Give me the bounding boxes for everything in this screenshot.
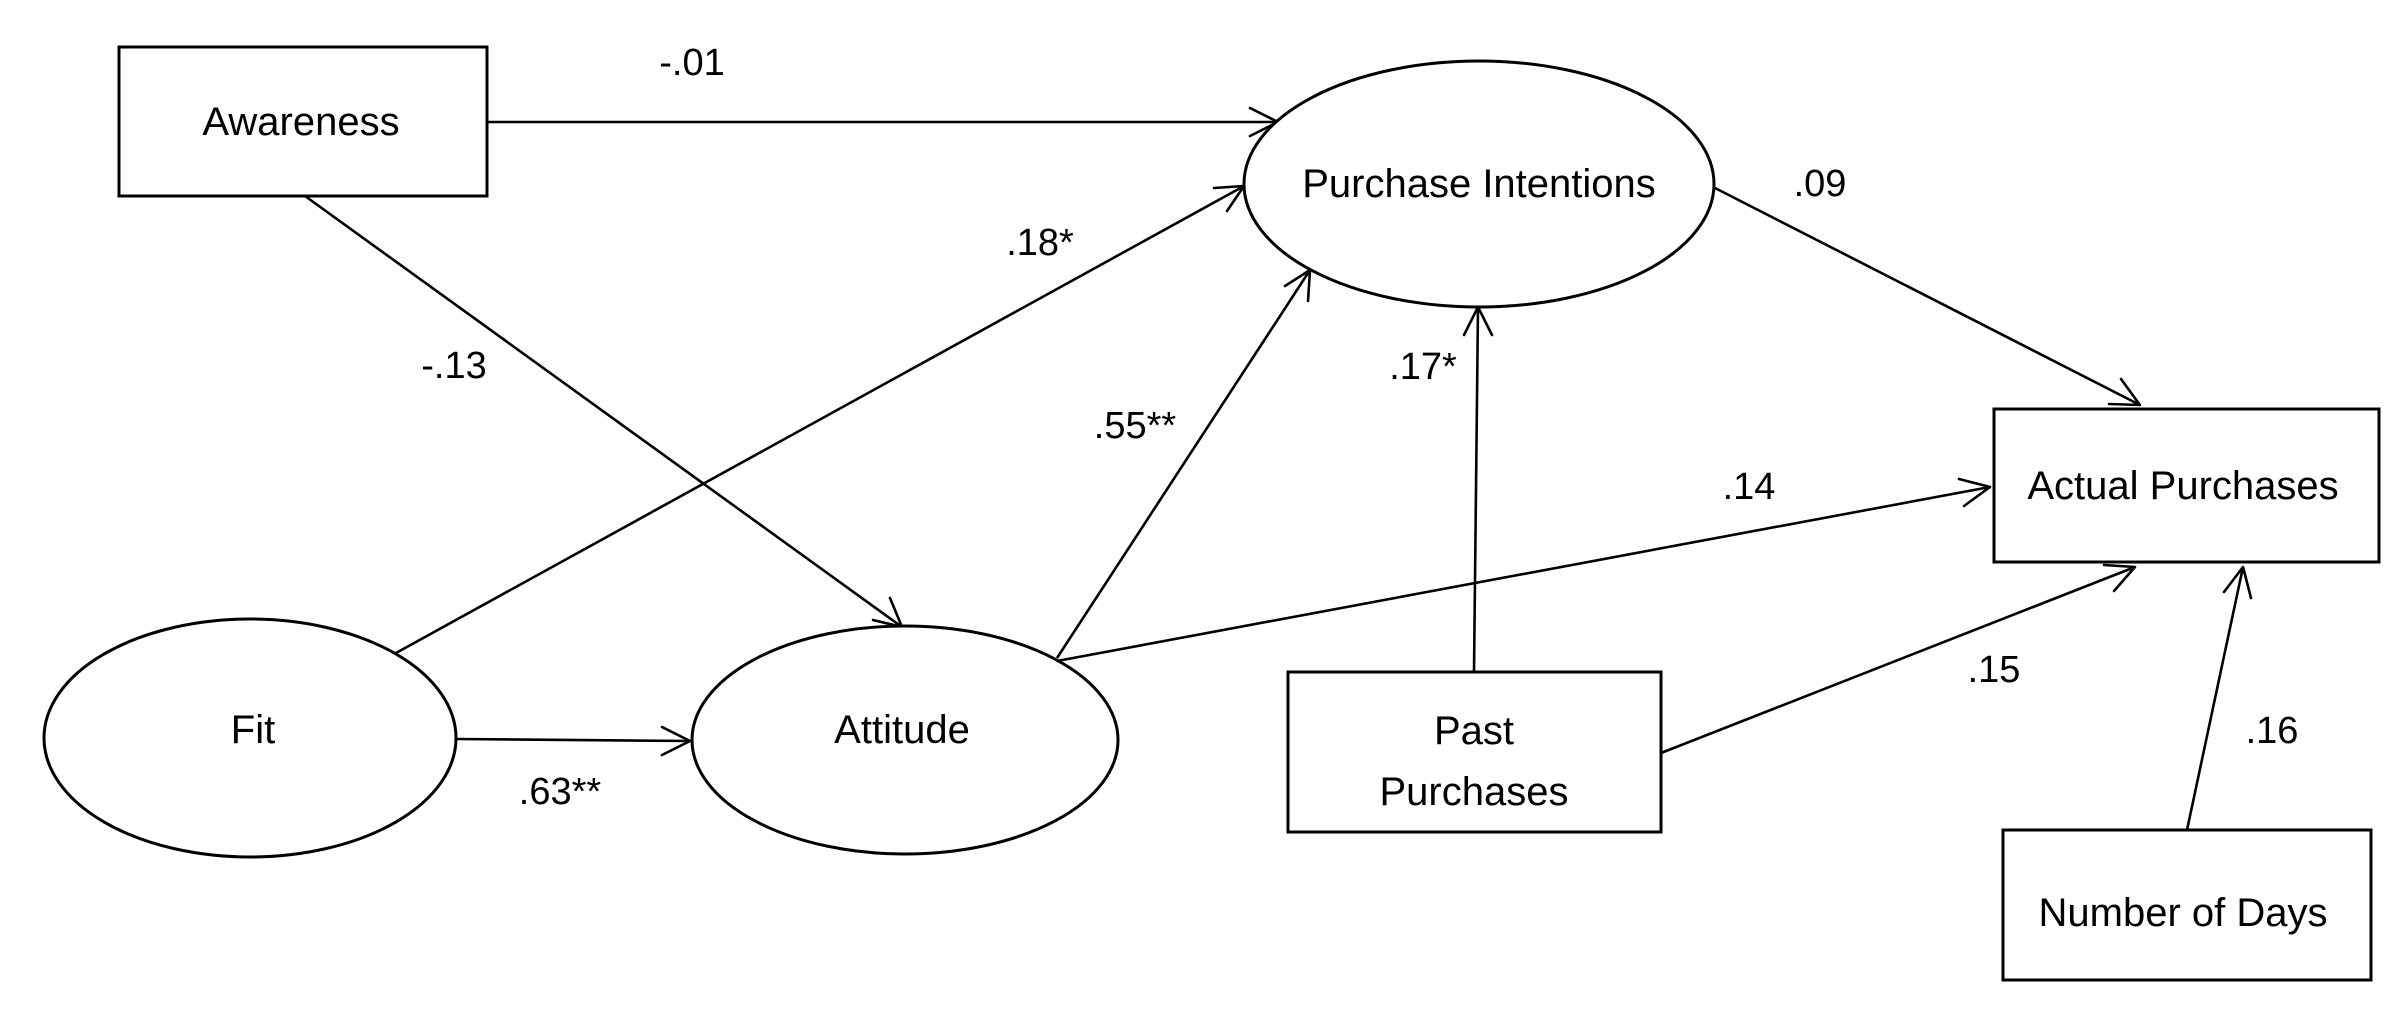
- edge-labels: -.01 -.13 .18* .63** .55** .14 .17* .15 …: [421, 42, 2298, 813]
- node-label-awareness: Awareness: [202, 100, 399, 144]
- node-past-purchases: Past Purchases: [1286, 670, 1663, 834]
- edge-label-awareness-to-purchase-intentions: -.01: [659, 42, 724, 84]
- node-label-number-of-days: Number of Days: [2039, 891, 2328, 935]
- edge-purchase-intentions-to-actual-purchases: [1714, 186, 2142, 407]
- node-label-fit: Fit: [231, 708, 275, 752]
- node-label-purchase-intentions: Purchase Intentions: [1302, 162, 1656, 206]
- edge-past-purchases-to-actual-purchases: [1660, 563, 2137, 755]
- edge-label-fit-to-attitude: .63**: [519, 771, 602, 813]
- edge-fit-to-attitude: [455, 725, 692, 757]
- edge-number-of-days-to-actual-purchases: [2185, 565, 2253, 831]
- edge-label-awareness-to-attitude: -.13: [421, 345, 486, 387]
- edges: [304, 106, 2253, 831]
- edge-attitude-to-actual-purchases: [1056, 477, 1992, 663]
- nodes: Awareness Purchase Intentions Actual Pur…: [42, 45, 2381, 982]
- node-actual-purchases: Actual Purchases: [1992, 407, 2381, 564]
- node-fit: Fit: [42, 617, 458, 859]
- node-label-past-purchases-line-2: Purchases: [1380, 770, 1569, 814]
- edge-label-number-of-days-to-actual-purchases: .16: [2246, 710, 2299, 752]
- node-label-attitude: Attitude: [834, 708, 970, 752]
- edge-attitude-to-purchase-intentions: [1055, 268, 1312, 659]
- node-number-of-days: Number of Days: [2001, 828, 2373, 982]
- edge-label-purchase-intentions-to-actual-purchases: .09: [1794, 163, 1847, 205]
- edge-past-purchases-to-purchase-intentions: [1462, 305, 1494, 673]
- node-label-actual-purchases: Actual Purchases: [2027, 464, 2338, 508]
- edge-label-fit-to-purchase-intentions: .18*: [1006, 222, 1074, 264]
- edge-label-past-purchases-to-purchase-intentions: .17*: [1389, 346, 1457, 388]
- edge-label-attitude-to-purchase-intentions: .55**: [1094, 405, 1177, 447]
- edge-label-past-purchases-to-actual-purchases: .15: [1968, 649, 2021, 691]
- edge-awareness-to-purchase-intentions: [487, 106, 1280, 138]
- node-purchase-intentions: Purchase Intentions: [1242, 59, 1716, 309]
- node-attitude: Attitude: [690, 624, 1120, 856]
- edge-label-attitude-to-actual-purchases: .14: [1723, 466, 1776, 508]
- node-awareness: Awareness: [117, 45, 489, 198]
- edge-awareness-to-attitude: [304, 194, 904, 629]
- node-label-past-purchases-line-1: Past: [1434, 709, 1514, 753]
